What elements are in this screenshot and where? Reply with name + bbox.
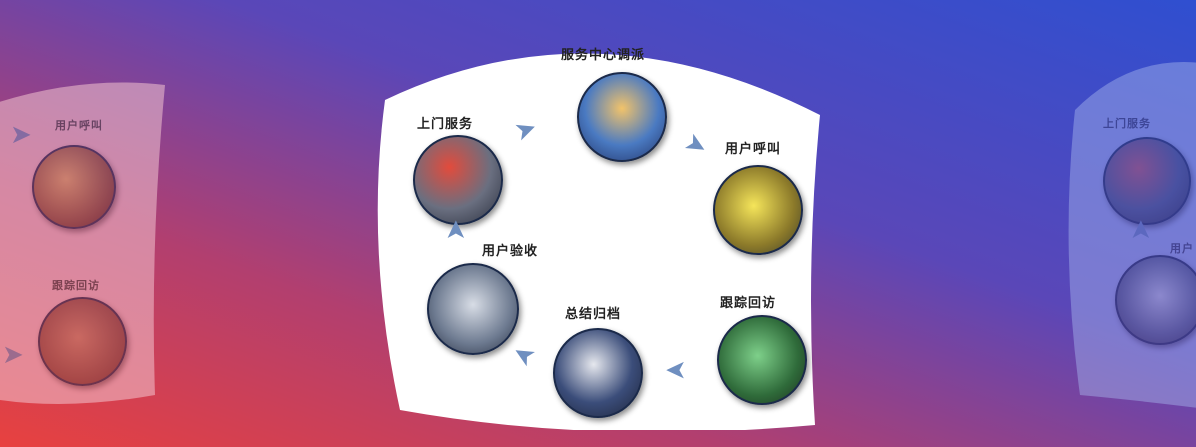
ghost-call-photo xyxy=(32,145,116,229)
ghost-accept-photo xyxy=(1115,255,1196,345)
ghost-label-onsite: 上门服务 xyxy=(1103,117,1151,130)
carousel-slide-right[interactable]: 上门服务 用户 ➤ xyxy=(1055,40,1196,410)
label-accept: 用户验收 xyxy=(482,244,539,259)
ghost-arrow-icon: ➤ xyxy=(2,340,24,370)
ghost-arrow-icon: ➤ xyxy=(1125,219,1156,241)
call-photo xyxy=(713,165,803,255)
arrow-icon: ➤ xyxy=(440,219,471,241)
carousel-slide-left[interactable]: 用户呼叫 ➤ 跟踪回访 ➤ xyxy=(0,65,170,410)
ghost-followup-photo xyxy=(38,297,127,386)
label-onsite: 上门服务 xyxy=(417,117,474,132)
ghost-arrow-icon: ➤ xyxy=(10,120,32,150)
label-followup: 跟踪回访 xyxy=(720,296,777,311)
archive-photo xyxy=(553,328,643,418)
carousel-slide-main[interactable]: 服务中心调派 用户呼叫 上门服务 用户验收 总结归档 跟踪回访 ➤ ➤ ➤ ➤ … xyxy=(365,20,825,430)
dispatch-photo xyxy=(577,72,667,162)
followup-photo xyxy=(717,315,807,405)
ghost-label-followup: 跟踪回访 xyxy=(52,279,100,292)
ghost-label-accept: 用户 xyxy=(1170,242,1194,255)
arrow-icon: ➤ xyxy=(665,355,687,385)
accept-photo xyxy=(427,263,519,355)
label-dispatch: 服务中心调派 xyxy=(561,48,646,63)
label-archive: 总结归档 xyxy=(565,307,622,322)
label-call: 用户呼叫 xyxy=(725,142,782,157)
onsite-photo xyxy=(413,135,503,225)
ghost-label-call: 用户呼叫 xyxy=(55,119,103,132)
ghost-onsite-photo xyxy=(1103,137,1191,225)
